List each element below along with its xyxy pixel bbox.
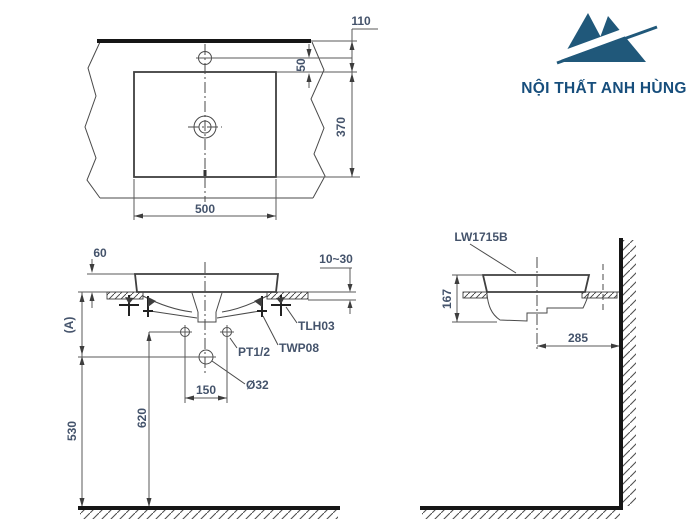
label-tlh03: TLH03 (298, 319, 335, 333)
fixing-bolt-left-inner (143, 296, 156, 317)
label-pt12: PT1/2 (238, 345, 270, 359)
dim-A: (A) (62, 317, 76, 334)
basin-rim-front (133, 273, 280, 293)
dim-110: 110 (351, 14, 371, 28)
dim-285: 285 (568, 331, 588, 345)
logo-text: NỘI THẤT ANH HÙNG (521, 79, 687, 97)
dim-167: 167 (440, 289, 454, 309)
drain-hole-outer (193, 115, 217, 139)
fixing-bolt-left-outer (119, 295, 139, 316)
dim-60: 60 (93, 246, 107, 260)
dim-370: 370 (334, 117, 348, 137)
label-diameter-32: Ø32 (246, 378, 269, 392)
company-logo: NỘI THẤT ANH HÙNG (521, 13, 687, 97)
fixing-bolt-right-inner (254, 296, 267, 317)
dim-50: 50 (294, 58, 308, 72)
label-model: LW1715B (454, 230, 508, 244)
dim-620: 620 (135, 408, 149, 428)
side-view: LW1715B 167 285 (420, 230, 636, 519)
counter-section-left (106, 291, 144, 300)
label-twp08: TWP08 (279, 341, 319, 355)
dim-500: 500 (195, 202, 215, 216)
counter-section-right (266, 291, 309, 300)
front-elevation-view: 60 10~30 (A) 530 620 150 T (62, 246, 356, 519)
fixing-bolt-right-outer (271, 295, 291, 316)
logo-mark (547, 13, 658, 65)
basin-rim-side (481, 274, 591, 293)
dim-150: 150 (196, 383, 216, 397)
dim-counter-thickness: 10~30 (319, 252, 353, 266)
dim-530: 530 (65, 421, 79, 441)
plan-view: 110 50 370 500 (84, 14, 378, 220)
drain-hole-inner (198, 120, 212, 134)
